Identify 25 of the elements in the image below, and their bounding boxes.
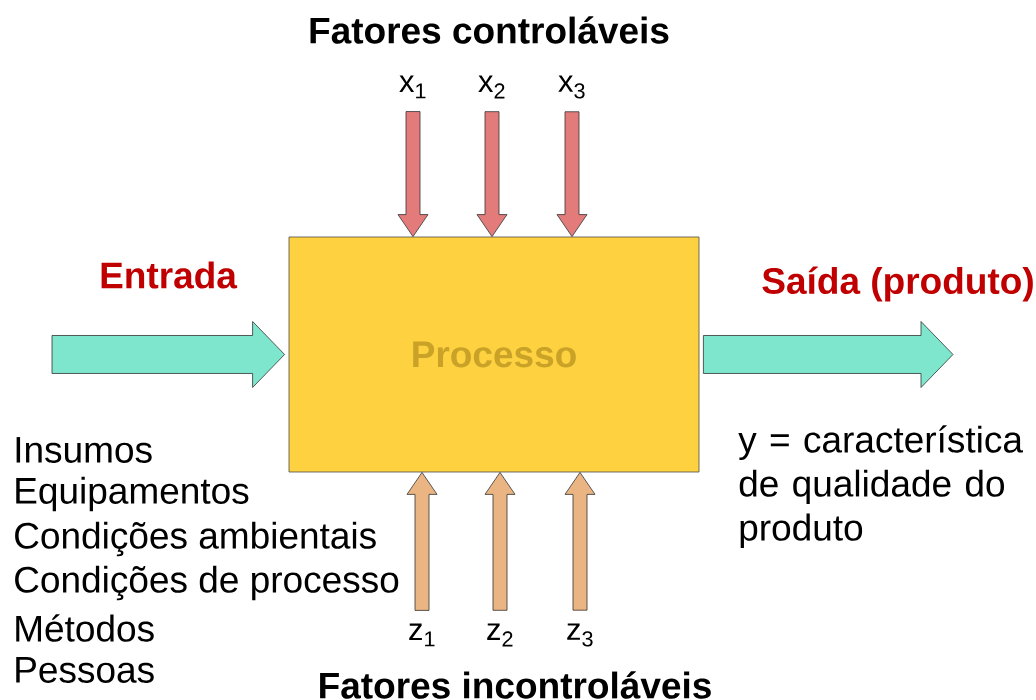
list-item: Métodos [16, 614, 154, 642]
variable-label: x$_{3}$ [558, 75, 585, 99]
block-arrow [556, 111, 588, 237]
list-item: Pessoas [16, 657, 154, 683]
variable-label: z$_{1}$ [409, 623, 435, 647]
list-item: Condições ambientais [15, 521, 376, 557]
block-arrow [51, 321, 285, 388]
list-item: Insumos [16, 437, 152, 463]
block-arrow [564, 472, 596, 611]
note-text: y = característica de qualidade do produto [738, 425, 1023, 549]
variable-label: z$_{3}$ [567, 623, 593, 647]
block-arrow [703, 321, 954, 388]
heading: Fatores controláveis [310, 16, 669, 44]
heading: Fatores incontroláveis [320, 671, 711, 699]
block-arrow [406, 472, 438, 611]
list-item: Condições de processo [15, 565, 399, 601]
block-arrow [484, 472, 516, 611]
list-item: Equipamentos [16, 476, 249, 512]
variable-label: z$_{2}$ [487, 623, 513, 647]
block-arrow [397, 111, 429, 237]
edge-label: Saída (produto) [762, 266, 1033, 302]
edge-label: Entrada [101, 261, 238, 289]
variable-label: x$_{1}$ [399, 75, 426, 99]
variable-label: x$_{2}$ [478, 75, 505, 99]
block-arrow [476, 111, 508, 237]
